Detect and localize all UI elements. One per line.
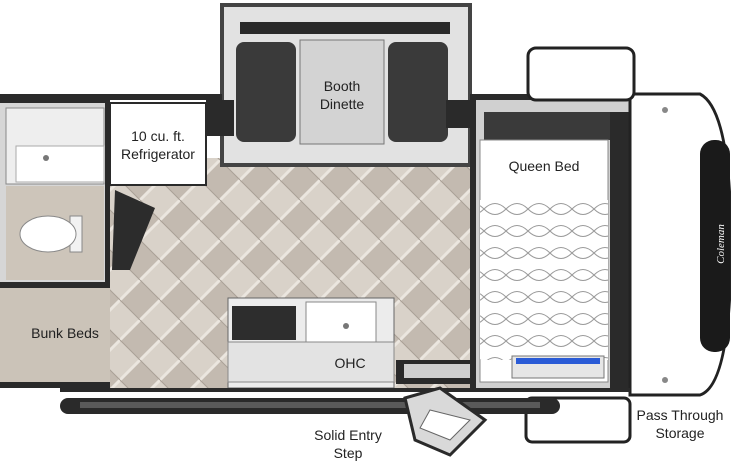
refrigerator (109, 102, 207, 270)
shower-pan (15, 145, 105, 183)
dinette-slideout (206, 3, 476, 167)
sink (305, 301, 377, 343)
refrigerator-label: 10 cu. ft. Refrigerator (121, 128, 195, 162)
bathroom (0, 97, 111, 288)
entry-step (403, 386, 488, 457)
dinette-seat-left (236, 42, 296, 142)
queen-bed-label: Queen Bed (508, 158, 580, 174)
toilet (19, 215, 83, 253)
ohc-label: OHC (334, 355, 366, 371)
dinette-table (299, 39, 385, 145)
booth-dinette-label: Booth Dinette (319, 78, 365, 112)
shower-drain (43, 155, 49, 161)
cooktop (232, 306, 296, 340)
bed-headboard (484, 112, 614, 140)
bunk-beds-label: Bunk Beds (31, 325, 99, 341)
solid-entry-step-label: Solid Entry Step (314, 427, 382, 461)
kitchen-counter (227, 297, 492, 389)
coleman-logo: Coleman (715, 224, 727, 264)
pass-through-storage-label: Pass Through Storage (636, 407, 724, 441)
front-window (700, 140, 730, 352)
fridge-door (112, 190, 155, 270)
storage-light (516, 358, 600, 364)
dinette-seat-right (388, 42, 448, 142)
front-storage-top (526, 46, 636, 102)
bedroom (470, 100, 632, 390)
